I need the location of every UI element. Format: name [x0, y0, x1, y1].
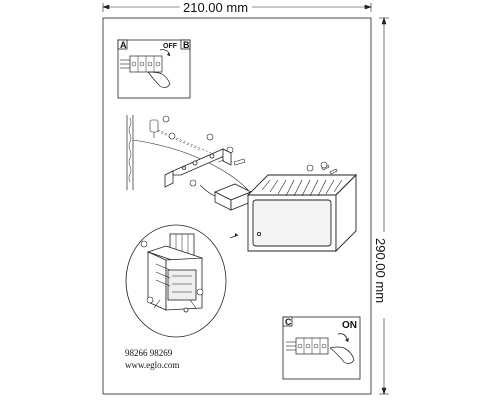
switch-on-panel: [282, 316, 361, 380]
panel-a-label: A: [120, 40, 127, 50]
panel-b-label: B: [183, 40, 190, 50]
wall-lamp: [246, 173, 358, 253]
step-markers-detail: [140, 240, 204, 304]
off-label: OFF: [163, 43, 177, 50]
width-dimension-line: [102, 3, 372, 12]
model-numbers: 98266 98269: [125, 348, 173, 358]
screwdriver-icon: [149, 119, 159, 138]
sheet-border: [102, 17, 372, 395]
panel-c-label: C: [285, 317, 292, 327]
website-text: www.eglo.com: [125, 360, 180, 370]
screw-steps-right: [306, 161, 328, 172]
sheet-width-label: 210.00 mm: [183, 0, 249, 15]
step-markers-top: [162, 115, 234, 187]
switch-off-panel: [117, 39, 191, 99]
arrow-head: [235, 233, 238, 237]
sheet-height-label: 290.00 mm: [373, 238, 388, 304]
height-dimension-line: [379, 17, 389, 395]
on-label: ON: [342, 320, 357, 331]
mounting-bracket: [164, 148, 232, 188]
wall: [126, 115, 134, 190]
wiring-detail-circle: [125, 224, 227, 338]
lamp-heat-sink-ribs: [261, 179, 343, 197]
